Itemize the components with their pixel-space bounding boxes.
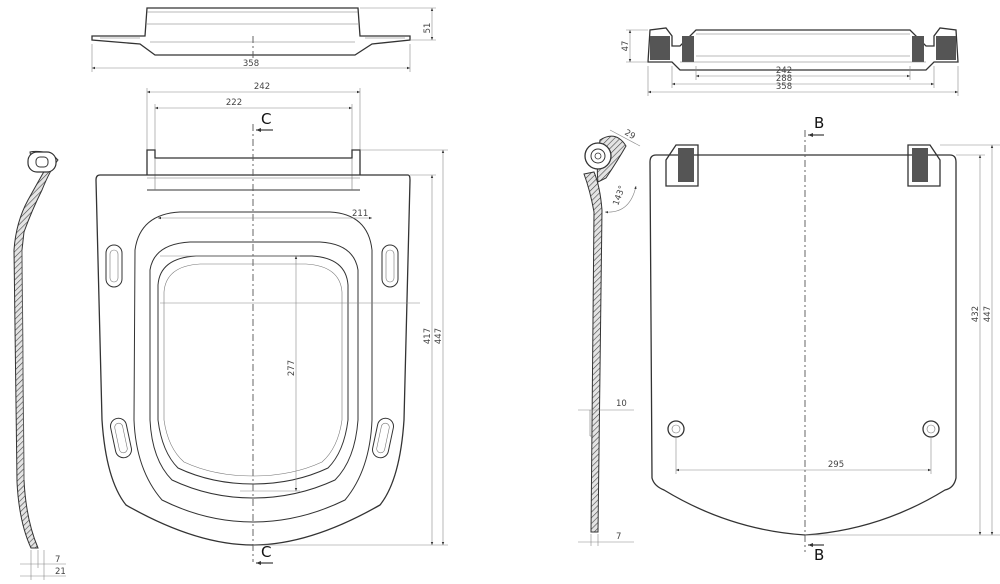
opening-depth-dim: 277 xyxy=(287,360,297,376)
section-b-top: B xyxy=(814,114,824,132)
left-plan-view: 242 222 C C xyxy=(95,82,448,565)
left-hinge-outer-dim: 242 xyxy=(254,82,270,92)
right-lid-length-dim: 432 xyxy=(971,306,981,322)
right-top-height-dim: 47 xyxy=(621,41,631,52)
hinge-radius-dim: 29 xyxy=(623,128,637,142)
section-c-top: C xyxy=(261,110,271,128)
right-top-view: 47 242 288 358 xyxy=(621,27,959,96)
angle-dim: 143° xyxy=(611,184,627,207)
left-lid-length-dim: 417 xyxy=(423,328,433,344)
left-hinge-inner-dim: 222 xyxy=(226,98,242,108)
left-profile-depth-dim: 21 xyxy=(55,567,66,577)
right-top-mid-dim: 288 xyxy=(776,74,792,84)
section-c-bottom: C xyxy=(261,543,271,561)
left-profile-thickness-dim: 7 xyxy=(55,555,60,565)
side-thickness-dim: 10 xyxy=(616,399,627,409)
right-top-inner-dim: 242 xyxy=(776,66,792,76)
left-top-height-dim: 51 xyxy=(423,23,433,34)
section-b-bottom: B xyxy=(814,546,824,564)
right-side-profile: 29 143° 10 7 xyxy=(578,128,641,546)
opening-half-dim: 211 xyxy=(352,209,368,219)
fixing-spacing-dim: 295 xyxy=(828,460,844,470)
right-top-width-dim: 358 xyxy=(776,82,792,92)
left-total-length-dim: 447 xyxy=(434,328,444,344)
left-side-profile: 7 21 xyxy=(13,150,66,580)
side-bottom-dim: 7 xyxy=(616,532,621,542)
right-plan-view: 295 B B 432 447 xyxy=(649,114,1000,564)
right-total-length-dim: 447 xyxy=(983,306,993,322)
left-top-width-dim: 358 xyxy=(243,59,259,69)
left-top-view: 358 51 xyxy=(91,7,436,72)
